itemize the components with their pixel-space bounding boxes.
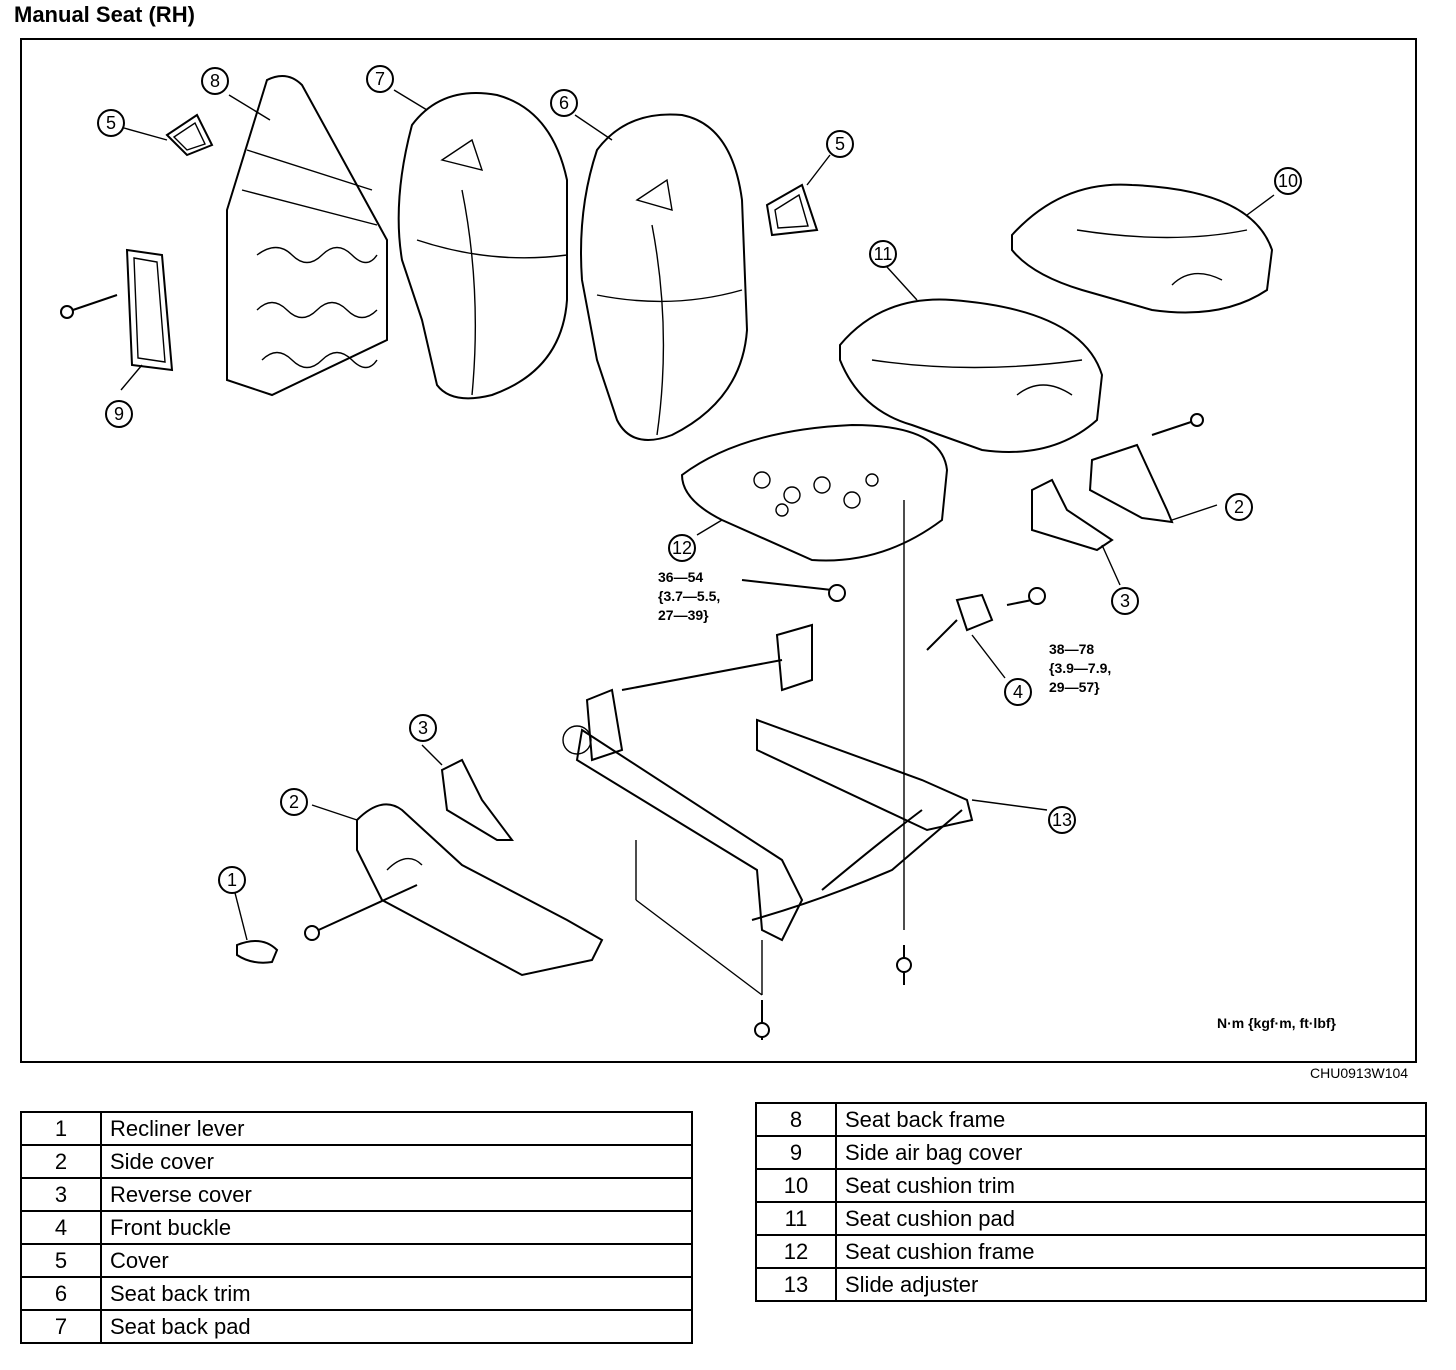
callout-circles [97,65,1302,894]
torque-spec-seat-frame-bolt: 36—54 {3.7—5.5, 27—39} [658,569,721,623]
callout-1: 1 [227,870,237,890]
legend-num: 1 [20,1111,102,1146]
callout-5-right: 5 [835,134,845,154]
callout-13: 13 [1052,810,1072,830]
seat-back-frame-part [226,75,388,397]
cover-left-part [165,113,214,157]
legend-part-name: Side air bag cover [835,1135,1427,1170]
bolts [304,500,912,1040]
callout-2-left: 2 [289,792,299,812]
callout-9: 9 [114,404,124,424]
callout-3-left: 3 [418,718,428,738]
torque-units-note: N·m {kgf·m, ft·lbf} [1217,1015,1336,1031]
cover-right-part [765,183,819,237]
legend-part-name: Side cover [100,1144,693,1179]
seat-cushion-pad-part [839,298,1104,453]
legend-num: 12 [755,1234,837,1269]
callout-11: 11 [874,244,893,264]
legend-num: 10 [755,1168,837,1203]
legend-part-name: Front buckle [100,1210,693,1245]
legend-part-name: Recliner lever [100,1111,693,1146]
seat-cushion-trim-part [1011,183,1274,314]
side-air-bag-cover-part [60,248,174,372]
legend-part-name: Reverse cover [100,1177,693,1212]
legend-num: 6 [20,1276,102,1311]
legend-part-name: Cover [100,1243,693,1278]
callout-2-right: 2 [1234,497,1244,517]
callout-labels: 1 2 2 3 3 4 5 5 6 7 8 9 10 11 12 13 [106,69,1298,890]
legend-part-name: Seat back frame [835,1102,1427,1137]
legend-part-name: Slide adjuster [835,1267,1427,1302]
legend-num: 8 [755,1102,837,1137]
legend-num: 11 [755,1201,837,1236]
legend-part-name: Seat cushion frame [835,1234,1427,1269]
legend-part-name: Seat cushion trim [835,1168,1427,1203]
legend-part-name: Seat cushion pad [835,1201,1427,1236]
exploded-view-diagram: 1 2 2 3 3 4 5 5 6 7 8 9 10 11 12 13 [60,65,1302,1040]
legend-num: 13 [755,1267,837,1302]
legend-num: 9 [755,1135,837,1170]
legend-num: 7 [20,1309,102,1344]
callout-3-right: 3 [1120,591,1130,611]
seat-back-pad-part [397,92,568,400]
reverse-cover-right-part [1031,478,1114,552]
front-buckle-part [926,587,1046,651]
exploded-view-frame: 1 2 2 3 3 4 5 5 6 7 8 9 10 11 12 13 36—5… [20,38,1417,1063]
legend-num: 4 [20,1210,102,1245]
callout-leaders [120,89,1275,941]
callout-6: 6 [559,93,569,113]
callout-12: 12 [672,538,692,558]
callout-8: 8 [210,71,220,91]
side-cover-left-part [356,803,604,977]
side-cover-right-part [1088,413,1204,524]
legend-part-name: Seat back trim [100,1276,693,1311]
seat-cushion-frame-part [680,423,949,562]
legend-num: 2 [20,1144,102,1179]
legend-num: 5 [20,1243,102,1278]
legend-part-name: Seat back pad [100,1309,693,1344]
recliner-lever-part [236,940,279,964]
figure-code: CHU0913W104 [1310,1065,1409,1081]
callout-4: 4 [1013,682,1023,702]
torque-spec-buckle-bolt: 38—78 {3.9—7.9, 29—57} [1049,641,1112,695]
page-title: Manual Seat (RH) [14,2,195,27]
seat-back-trim-part [580,113,749,441]
callout-7: 7 [375,69,385,89]
legend-num: 3 [20,1177,102,1212]
callout-10: 10 [1278,171,1298,191]
reverse-cover-left-part [440,758,514,841]
slide-adjuster-part [562,623,974,942]
callout-5-left: 5 [106,113,116,133]
